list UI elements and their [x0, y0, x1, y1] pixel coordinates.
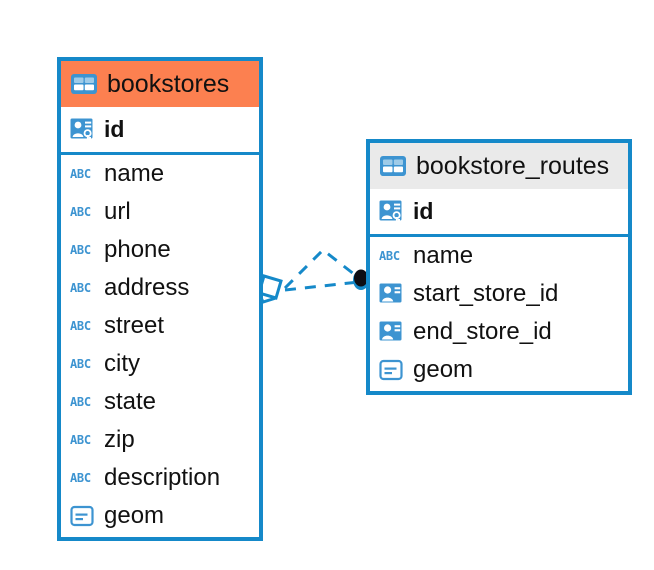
svg-text:ABC: ABC: [70, 357, 91, 371]
field-row-bookstore-routes-start-store-id[interactable]: start_store_id: [370, 275, 628, 313]
field-label-bookstores-city: city: [104, 350, 140, 377]
field-label-bookstores-id: id: [104, 116, 125, 142]
text-type-icon: ABC: [70, 205, 91, 219]
svg-text:ABC: ABC: [70, 243, 91, 257]
field-row-bookstores-address[interactable]: ABC address: [61, 269, 259, 307]
svg-text:ABC: ABC: [70, 395, 91, 409]
table-icon: [71, 74, 97, 94]
svg-text:ABC: ABC: [70, 319, 91, 333]
text-type-icon: ABC: [70, 167, 91, 181]
field-label-bookstore-routes-geom: geom: [413, 356, 474, 383]
field-row-bookstores-geom[interactable]: geom: [61, 497, 259, 535]
foreign-key-icon: [379, 321, 402, 341]
field-row-bookstore-routes-geom[interactable]: geom: [370, 351, 628, 389]
field-row-bookstores-state[interactable]: ABC state: [61, 383, 259, 421]
field-label-bookstores-street: street: [104, 312, 165, 339]
field-label-bookstores-phone: phone: [104, 236, 171, 263]
field-row-bookstores-phone[interactable]: ABC phone: [61, 231, 259, 269]
field-label-bookstore-routes-name: name: [413, 242, 474, 269]
relationship-line-lower: [284, 280, 360, 292]
entity-title-bookstores: bookstores: [107, 69, 230, 98]
field-row-bookstores-name[interactable]: ABC name: [61, 155, 259, 193]
primary-key-icon: [70, 118, 93, 141]
relationship-line-upper: [283, 248, 360, 290]
table-icon: [380, 156, 406, 176]
field-section-bookstores: ABC name ABC url ABC phone ABC: [61, 155, 259, 537]
text-type-icon: ABC: [70, 319, 91, 333]
field-label-bookstores-name: name: [104, 160, 165, 187]
field-section-bookstore-routes: ABC name start_store_id: [370, 237, 628, 391]
text-type-icon: ABC: [70, 471, 91, 485]
field-label-bookstores-state: state: [104, 388, 157, 415]
field-label-bookstore-routes-start-store-id: start_store_id: [413, 280, 559, 307]
entity-title-bookstore-routes: bookstore_routes: [416, 151, 610, 180]
field-row-bookstores-id[interactable]: id: [61, 107, 259, 152]
field-label-bookstore-routes-id: id: [413, 198, 434, 224]
entity-table-bookstores[interactable]: bookstores id ABC: [57, 57, 263, 541]
entity-header-bookstore-routes[interactable]: bookstore_routes: [370, 143, 628, 189]
field-label-bookstores-zip: zip: [104, 426, 135, 453]
field-row-bookstores-street[interactable]: ABC street: [61, 307, 259, 345]
field-label-bookstores-geom: geom: [104, 502, 165, 529]
svg-text:ABC: ABC: [379, 249, 400, 263]
field-row-bookstore-routes-id[interactable]: id: [370, 189, 628, 234]
field-row-bookstores-url[interactable]: ABC url: [61, 193, 259, 231]
primary-key-section-bookstores: id: [61, 107, 259, 155]
text-type-icon: ABC: [70, 281, 91, 295]
primary-key-icon: [379, 200, 402, 223]
entity-header-bookstores[interactable]: bookstores: [61, 61, 259, 107]
field-row-bookstores-description[interactable]: ABC description: [61, 459, 259, 497]
entity-table-bookstore-routes[interactable]: bookstore_routes id ABC: [366, 139, 632, 395]
field-label-bookstores-description: description: [104, 464, 221, 491]
text-type-icon: ABC: [379, 249, 400, 263]
svg-text:ABC: ABC: [70, 205, 91, 219]
svg-text:ABC: ABC: [70, 471, 91, 485]
text-type-icon: ABC: [70, 395, 91, 409]
relationship-connector[interactable]: [255, 240, 380, 320]
primary-key-section-bookstore-routes: id: [370, 189, 628, 237]
text-type-icon: ABC: [70, 433, 91, 447]
svg-text:ABC: ABC: [70, 433, 91, 447]
geometry-type-icon: [70, 505, 94, 527]
foreign-key-icon: [379, 283, 402, 303]
field-label-bookstores-url: url: [104, 198, 131, 225]
text-type-icon: ABC: [70, 243, 91, 257]
field-row-bookstores-zip[interactable]: ABC zip: [61, 421, 259, 459]
field-row-bookstore-routes-end-store-id[interactable]: end_store_id: [370, 313, 628, 351]
field-label-bookstores-address: address: [104, 274, 190, 301]
field-label-bookstore-routes-end-store-id: end_store_id: [413, 318, 552, 345]
field-row-bookstores-city[interactable]: ABC city: [61, 345, 259, 383]
svg-text:ABC: ABC: [70, 281, 91, 295]
text-type-icon: ABC: [70, 357, 91, 371]
geometry-type-icon: [379, 359, 403, 381]
field-row-bookstore-routes-name[interactable]: ABC name: [370, 237, 628, 275]
svg-text:ABC: ABC: [70, 167, 91, 181]
